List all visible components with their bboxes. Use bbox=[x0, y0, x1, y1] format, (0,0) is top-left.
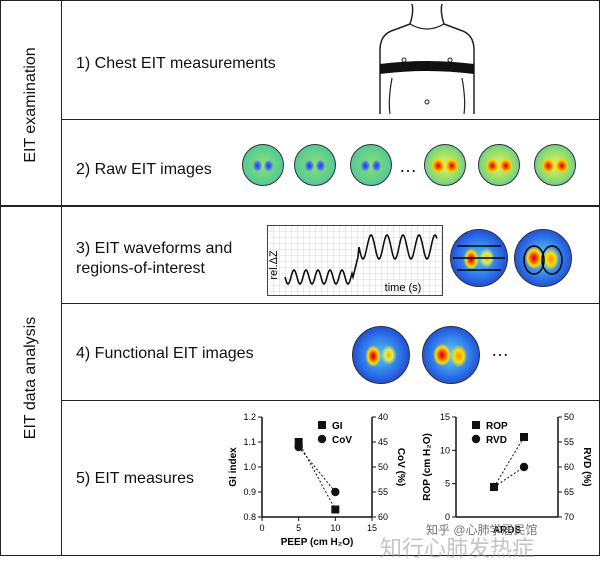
section-analysis-label: EIT data analysis bbox=[22, 316, 39, 440]
right-tick-label: 55 bbox=[378, 487, 388, 497]
step-3-label: 3) EIT waveforms and regions-of-interest bbox=[76, 239, 232, 279]
raw-eit-image-ventilated-1 bbox=[424, 144, 466, 186]
right-tick-label: 60 bbox=[378, 512, 388, 522]
right-tick-label: 55 bbox=[564, 437, 574, 447]
y-axis-right-label: CoV (%) bbox=[395, 448, 406, 486]
legend-label-cov: CoV bbox=[332, 435, 352, 446]
y-axis-right-label: RVD (%) bbox=[581, 447, 592, 486]
step-5-label: 5) EIT measures bbox=[76, 470, 194, 487]
legend-marker-rvd bbox=[471, 434, 481, 444]
waveform-panel: rel.ΔZ time (s) bbox=[267, 225, 443, 296]
raw-eit-image-normal-2 bbox=[294, 144, 336, 186]
right-tick-label: 50 bbox=[564, 412, 574, 422]
step-1-row: 1) Chest EIT measurements bbox=[62, 0, 600, 120]
legend-label-gi: GI bbox=[332, 421, 343, 432]
left-tick-label: 1.1 bbox=[243, 437, 256, 447]
electrode-belt bbox=[380, 61, 474, 74]
left-tick-label: 1.0 bbox=[243, 462, 256, 472]
raw-eit-image-normal-1 bbox=[242, 144, 284, 186]
step-3-label-line2: regions-of-interest bbox=[76, 260, 205, 277]
roi-image-layers bbox=[450, 229, 508, 287]
left-tick-label: 15 bbox=[440, 412, 450, 422]
legend-marker-cov bbox=[317, 434, 327, 444]
step-2-row: 2) Raw EIT images … bbox=[62, 120, 600, 207]
raw-eit-image-ventilated-2 bbox=[478, 144, 520, 186]
right-tick-label: 60 bbox=[564, 462, 574, 472]
legend-marker-rop bbox=[472, 421, 480, 429]
x-axis-label: PEEP (cm H₂O) bbox=[281, 537, 354, 548]
left-tick-label: 0 bbox=[445, 512, 450, 522]
x-axis-label: ARDS bbox=[493, 525, 522, 536]
functional-ellipsis: … bbox=[491, 340, 509, 360]
left-tick-label: 0.8 bbox=[243, 512, 256, 522]
step-3-row: 3) EIT waveforms and regions-of-interest… bbox=[62, 207, 600, 304]
legend-label-rop: ROP bbox=[486, 421, 508, 432]
legend-label-rvd: RVD bbox=[486, 435, 507, 446]
step-3-label-line1: 3) EIT waveforms and bbox=[76, 240, 233, 257]
roi-image-lungs bbox=[514, 229, 572, 287]
raw-eit-image-ventilated-3 bbox=[534, 144, 576, 186]
point-gi bbox=[331, 505, 340, 514]
legend-marker-gi bbox=[318, 421, 326, 429]
y-axis-label: GI index bbox=[228, 447, 239, 487]
left-tick-label: 0.9 bbox=[243, 487, 256, 497]
watermark-large: 知行心肺发热症 bbox=[380, 536, 535, 561]
functional-image-2 bbox=[422, 326, 480, 384]
x-tick-label: 15 bbox=[367, 523, 377, 533]
point-gi bbox=[294, 438, 303, 446]
point-rvd bbox=[519, 462, 529, 472]
left-tick-label: 1.2 bbox=[243, 412, 256, 422]
point-cov bbox=[294, 442, 303, 452]
raw-ellipsis: … bbox=[399, 156, 417, 176]
point-cov bbox=[331, 487, 340, 497]
right-tick-label: 65 bbox=[564, 487, 574, 497]
point-rvd bbox=[489, 482, 499, 492]
series-line-cov bbox=[298, 446, 336, 493]
x-tick-label: 0 bbox=[259, 523, 264, 533]
section-examination: EIT examination bbox=[0, 0, 62, 207]
x-tick-label: 10 bbox=[330, 523, 340, 533]
waveform-line bbox=[284, 233, 438, 286]
step-4-label: 4) Functional EIT images bbox=[76, 345, 254, 362]
point-rop bbox=[520, 433, 528, 441]
watermark-small: 知乎 @心肺学居民馆 bbox=[426, 523, 538, 537]
right-tick-label: 45 bbox=[378, 437, 388, 447]
step-2-label: 2) Raw EIT images bbox=[76, 161, 212, 178]
functional-image-1 bbox=[352, 326, 410, 384]
raw-eit-image-normal-3 bbox=[350, 144, 392, 186]
section-examination-label: EIT examination bbox=[22, 47, 39, 163]
section-analysis: EIT data analysis bbox=[0, 207, 62, 556]
left-tick-label: 5 bbox=[445, 479, 450, 489]
waveform-xlabel: time (s) bbox=[385, 282, 422, 294]
series-line-rvd bbox=[493, 466, 525, 488]
x-tick-label: 5 bbox=[296, 523, 301, 533]
torso-illustration bbox=[379, 4, 475, 115]
series-line-gi bbox=[298, 441, 336, 510]
right-tick-label: 50 bbox=[378, 462, 388, 472]
step-1-label: 1) Chest EIT measurements bbox=[76, 55, 276, 72]
y-axis-label: ROP (cm H₂O) bbox=[422, 433, 433, 501]
right-tick-label: 40 bbox=[378, 412, 388, 422]
series-line-rop bbox=[493, 436, 525, 488]
waveform-ylabel: rel.ΔZ bbox=[268, 250, 280, 280]
step-4-row: 4) Functional EIT images … bbox=[62, 304, 600, 401]
left-tick-label: 10 bbox=[440, 445, 450, 455]
right-tick-label: 70 bbox=[564, 512, 574, 522]
